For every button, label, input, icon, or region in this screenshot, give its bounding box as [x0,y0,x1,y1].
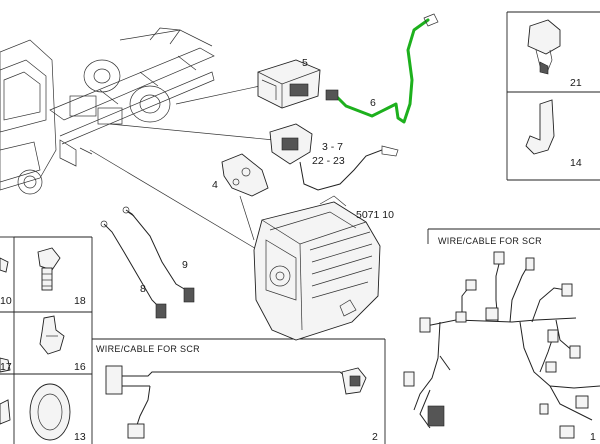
caption-cable-left: WIRE/CABLE FOR SCR [96,344,200,354]
label-ref-3-7: 3 - 7 [322,141,343,153]
part-8-9-sensors [100,206,195,319]
part-6-highlighted-cable [325,13,439,124]
label-ref-5071-10: 5071 10 [356,209,394,221]
label-ref-2: 2 [372,431,378,443]
caption-cable-right: WIRE/CABLE FOR SCR [438,236,542,246]
label-ref-8: 8 [140,283,146,295]
grid-frames [0,11,600,444]
label-ref-21: 21 [570,77,582,89]
part-3-7-sensor-module [269,123,399,191]
label-ref-13: 13 [74,431,86,443]
truck-chassis-illustration [0,27,215,195]
part-18-bolt [37,247,61,291]
part-14-strap [525,99,555,155]
label-ref-18: 18 [74,295,86,307]
label-ref-10: 10 [0,295,12,307]
label-ref-5: 5 [302,57,308,69]
part-2-cable [105,365,367,439]
part-16-clamp [0,357,11,373]
label-ref-17: 17 [0,361,12,373]
part-4-bracket [221,153,269,197]
part-21-clip [527,19,561,75]
reference-labels: 5 6 3 - 7 22 - 23 4 5071 10 9 8 21 14 10… [0,57,596,443]
part-5-control-unit [257,59,321,109]
leader-lines [89,85,275,257]
label-ref-1: 1 [590,431,596,443]
label-ref-22-23: 22 - 23 [312,155,345,167]
label-ref-9: 9 [182,259,188,271]
label-ref-6: 6 [370,97,376,109]
part-13-grommet [0,383,71,441]
captions: WIRE/CABLE FOR SCR WIRE/CABLE FOR SCR [96,236,542,354]
label-ref-14: 14 [570,157,582,169]
label-ref-4: 4 [212,179,218,191]
part-10-fastener [0,257,9,273]
part-17-clip-stud [39,315,65,355]
part-5071-10-scr-unit [253,195,381,341]
label-ref-16: 16 [74,361,86,373]
part-1-harness [403,251,600,439]
